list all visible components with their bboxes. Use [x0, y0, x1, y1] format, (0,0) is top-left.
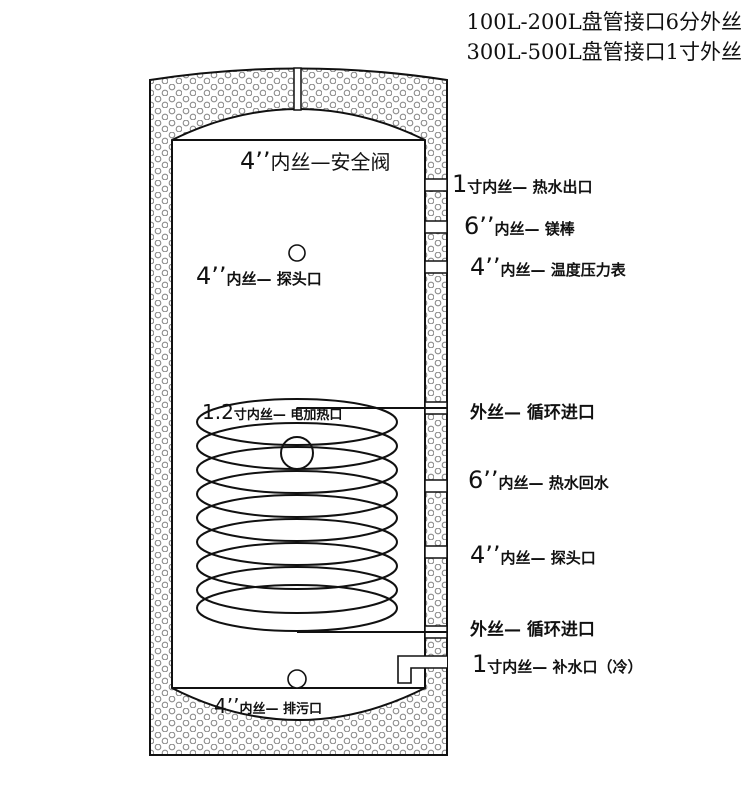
- text: 外丝— 循环进口: [470, 620, 595, 640]
- label-thermo-pressure: 4’’内丝— 温度压力表: [470, 253, 626, 281]
- text: 内丝— 热水回水: [498, 474, 609, 492]
- header-line-1: 100L-200L盘管接口6分外丝: [466, 10, 742, 34]
- header-line-2: 300L-500L盘管接口1寸外丝: [466, 40, 742, 64]
- size: 4’’: [196, 262, 227, 290]
- text: 内丝— 探头口: [226, 270, 322, 288]
- label-hot-water-out: 1寸内丝— 热水出口: [452, 170, 593, 198]
- drain-port: [287, 669, 307, 689]
- size: 4’’: [470, 253, 501, 281]
- probe-port-upper: [288, 244, 306, 262]
- side-ports: [424, 178, 448, 639]
- text: 内丝— 镁棒: [494, 220, 575, 238]
- size: 4’’: [470, 541, 501, 569]
- label-probe-lower: 4’’内丝— 探头口: [470, 541, 596, 569]
- text: 寸内丝— 电加热口: [233, 408, 343, 423]
- size: 1.2: [202, 400, 234, 424]
- text: 内丝—安全阀: [270, 150, 391, 174]
- label-safety-valve: 4’’内丝—安全阀: [240, 146, 391, 175]
- electric-heater-port: [280, 436, 314, 470]
- cold-water-inlet-pipe: [397, 655, 447, 684]
- label-probe-upper: 4’’内丝— 探头口: [196, 262, 322, 290]
- size: 1: [472, 650, 488, 678]
- label-coil-inlet-bottom: 外丝— 循环进口: [470, 615, 595, 640]
- label-drain: 4’’内丝— 排污口: [214, 694, 322, 718]
- label-coil-inlet-top: 外丝— 循环进口: [470, 398, 595, 423]
- text: 内丝— 探头口: [500, 549, 596, 567]
- size: 1: [452, 170, 468, 198]
- text: 寸内丝— 热水出口: [467, 178, 593, 196]
- size: 4’’: [214, 694, 240, 718]
- size: 4’’: [240, 147, 271, 175]
- size: 6’’: [468, 466, 499, 494]
- label-hot-water-return: 6’’内丝— 热水回水: [468, 466, 609, 494]
- label-cold-water-in: 1寸内丝— 补水口（冷）: [472, 650, 643, 678]
- text: 外丝— 循环进口: [470, 403, 595, 423]
- text: 内丝— 排污口: [239, 702, 322, 717]
- text: 寸内丝— 补水口（冷）: [487, 658, 643, 676]
- size: 6’’: [464, 212, 495, 240]
- label-magnesium-rod: 6’’内丝— 镁棒: [464, 212, 575, 240]
- safety-valve-pipe: [293, 67, 302, 111]
- text: 内丝— 温度压力表: [500, 261, 626, 279]
- label-electric-heater: 1.2寸内丝— 电加热口: [202, 400, 342, 424]
